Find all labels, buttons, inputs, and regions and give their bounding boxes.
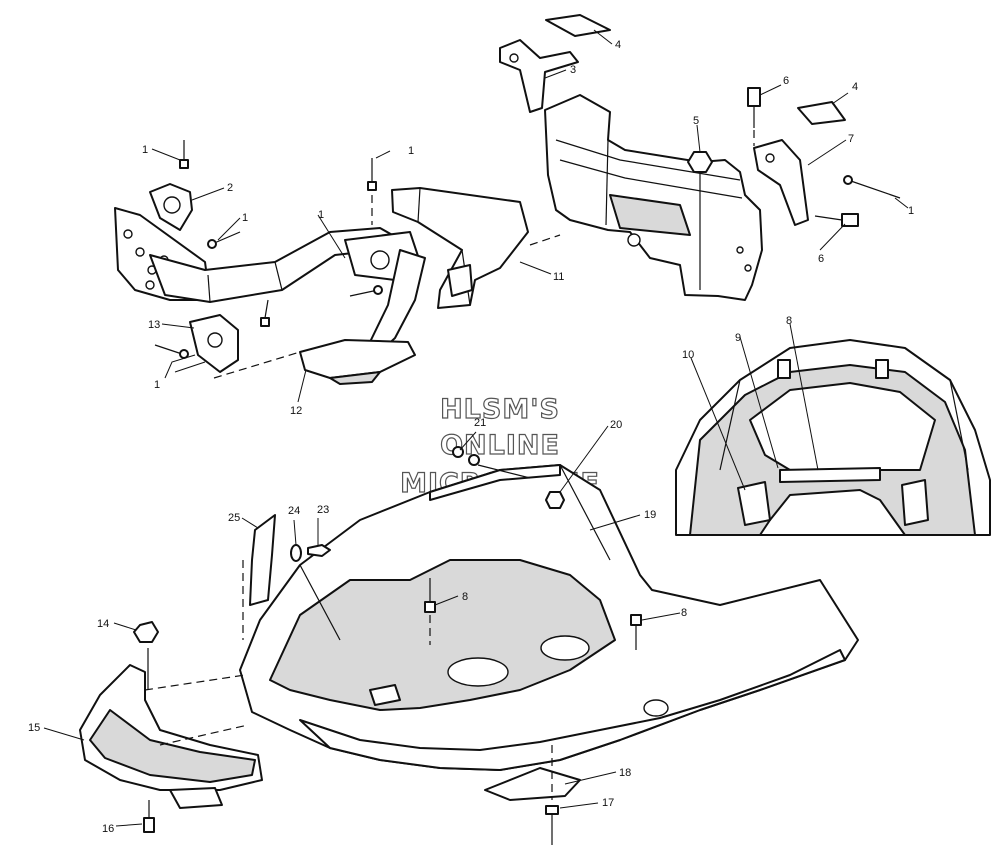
callout-16: 16 xyxy=(102,823,114,835)
callout-25: 25 xyxy=(228,512,240,524)
callout-8-b: 8 xyxy=(681,607,687,619)
callout-13: 13 xyxy=(148,319,160,331)
callout-7: 7 xyxy=(848,133,854,145)
callout-12: 12 xyxy=(290,405,302,417)
bulkhead-assembly xyxy=(499,14,901,301)
callout-23: 23 xyxy=(317,504,329,516)
callout-11: 11 xyxy=(553,271,564,283)
washer-24 xyxy=(290,544,302,562)
callout-numbers: 1 1 1 1 1 1 2 3 4 4 5 6 6 7 8 9 10 11 12… xyxy=(28,39,914,835)
callout-4-top: 4 xyxy=(615,39,621,51)
alignment-line-11 xyxy=(529,234,561,246)
callout-19: 19 xyxy=(644,509,656,521)
leader-lines xyxy=(43,29,909,827)
nose-pan-assembly xyxy=(239,464,859,771)
callout-1-b: 1 xyxy=(408,145,414,157)
callout-9: 9 xyxy=(735,332,741,344)
callout-2: 2 xyxy=(227,182,233,194)
callout-1-f: 1 xyxy=(908,205,914,217)
callout-18: 18 xyxy=(619,767,631,779)
bolts-8 xyxy=(424,578,642,650)
callout-6-top: 6 xyxy=(783,75,789,87)
callout-8-a: 8 xyxy=(462,591,468,603)
callout-5: 5 xyxy=(693,115,699,127)
callout-1-c: 1 xyxy=(242,212,248,224)
callout-1-d: 1 xyxy=(318,209,324,221)
plate-18 xyxy=(484,767,581,801)
bolt-23 xyxy=(307,544,331,557)
callout-10: 10 xyxy=(682,349,694,361)
callout-1-e: 1 xyxy=(154,379,160,391)
callout-14: 14 xyxy=(97,618,109,630)
callout-15: 15 xyxy=(28,722,40,734)
bracket-25 xyxy=(249,514,276,606)
bracket-11 xyxy=(391,187,529,309)
bolt-17 xyxy=(545,745,559,845)
callout-17: 17 xyxy=(602,797,614,809)
watermark-line-1: HLSM'S xyxy=(440,394,560,425)
front-frame-assembly xyxy=(114,140,426,385)
callout-24: 24 xyxy=(288,505,300,517)
callout-1-a: 1 xyxy=(142,144,148,156)
callout-4-right: 4 xyxy=(852,81,858,93)
callout-8-inset: 8 xyxy=(786,315,792,327)
front-bumper-15 xyxy=(79,621,263,833)
callout-3: 3 xyxy=(570,64,576,76)
callout-20: 20 xyxy=(610,419,622,431)
callout-21: 21 xyxy=(474,417,486,429)
callout-6-bottom: 6 xyxy=(818,253,824,265)
detail-inset xyxy=(675,339,991,536)
